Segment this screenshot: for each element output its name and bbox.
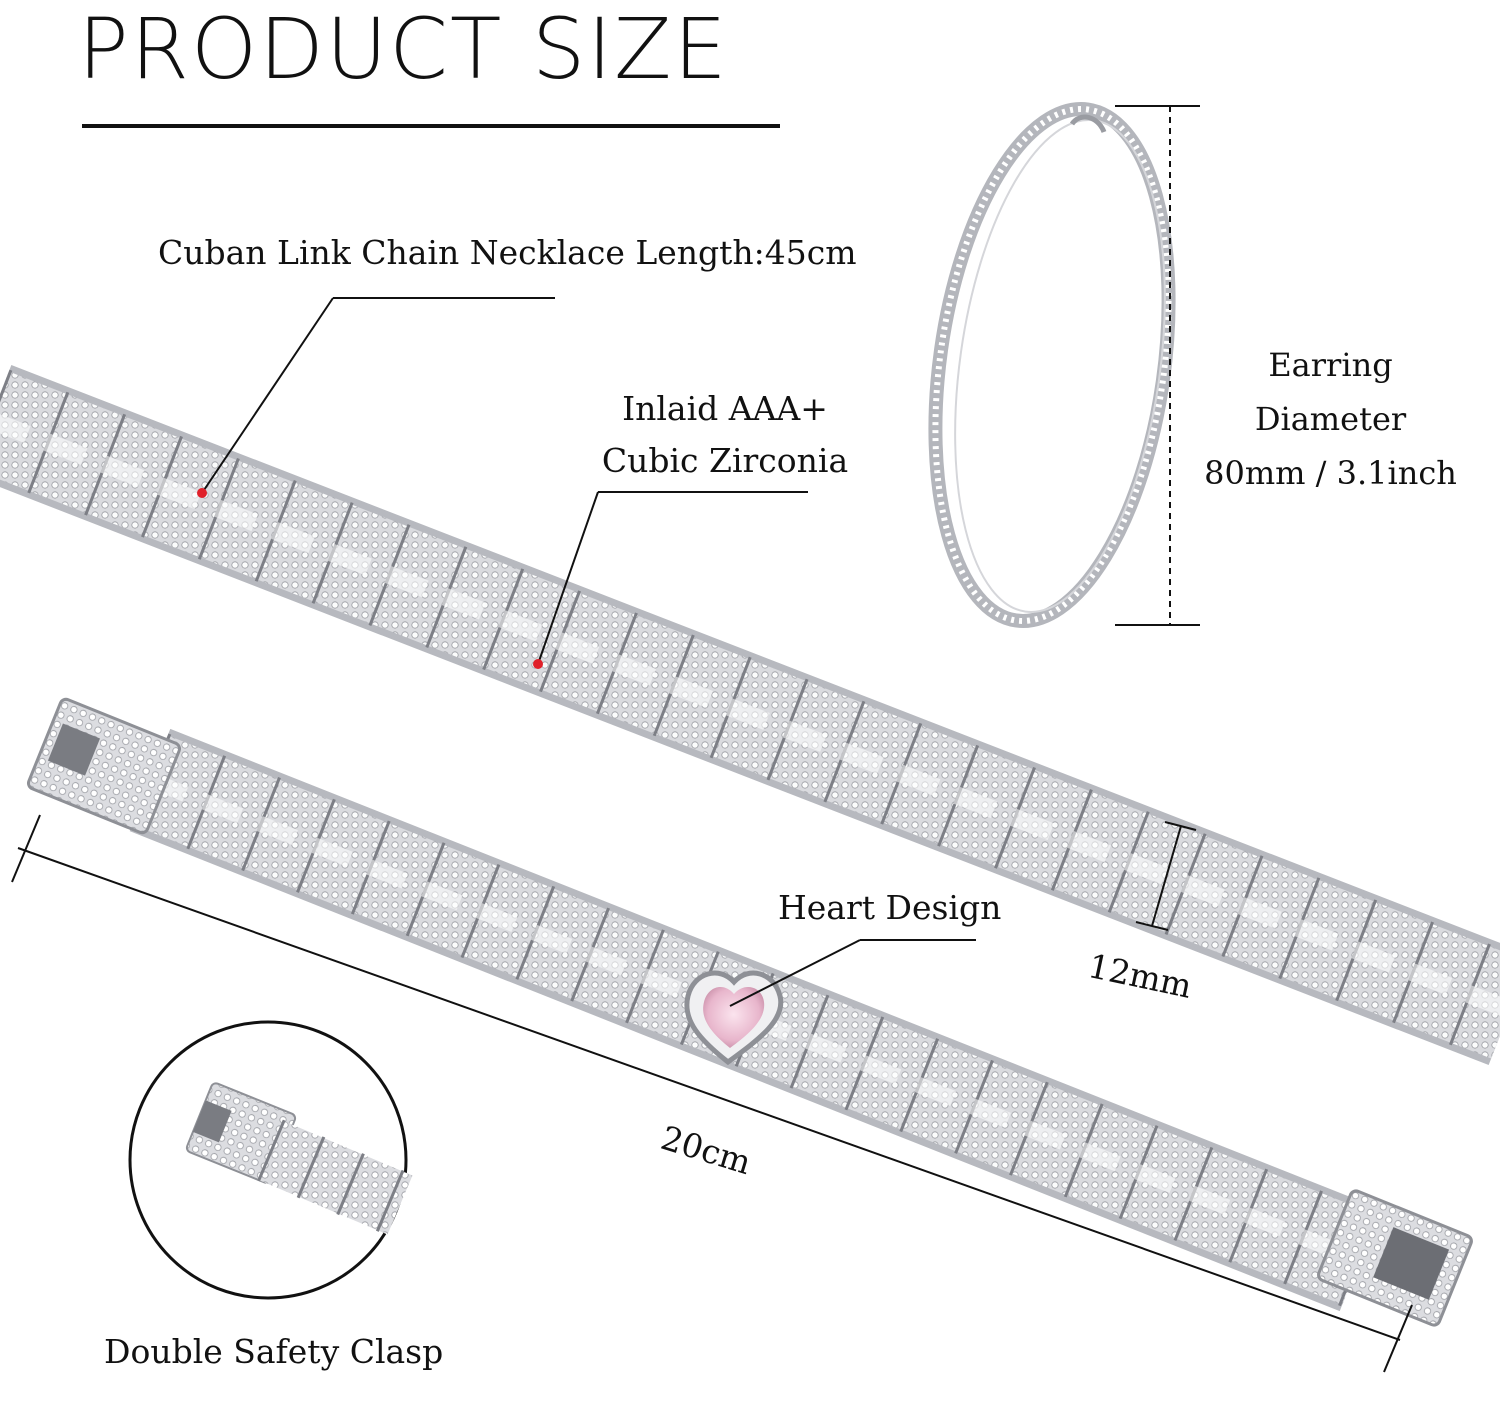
heart-charm — [684, 970, 784, 1066]
bracelet-clasp-right — [1317, 1189, 1473, 1327]
title-underline — [82, 124, 780, 128]
heart-callout-leader — [729, 939, 976, 1007]
bracelet-clasp-left — [26, 697, 182, 835]
zirconia-callout-leader — [533, 491, 808, 669]
earring-dimension — [1115, 105, 1200, 626]
width-dimension — [1135, 821, 1197, 931]
bracelet-length-dimension — [11, 814, 1413, 1373]
earring-diameter-label: Earring Diameter 80mm / 3.1inch — [1188, 338, 1473, 500]
necklace-chain — [0, 364, 1500, 1066]
heart-design-label: Heart Design — [778, 888, 1002, 927]
chain-callout-leader — [197, 297, 555, 498]
zirconia-label-line2: Cubic Zirconia — [601, 441, 849, 480]
hoop-earring — [928, 102, 1176, 628]
zirconia-label-line1: Inlaid AAA+ — [622, 389, 828, 428]
chain-length-label: Cuban Link Chain Necklace Length:45cm — [158, 233, 857, 272]
earring-label-line2: 80mm / 3.1inch — [1204, 454, 1457, 492]
double-safety-clasp-label: Double Safety Clasp — [104, 1332, 444, 1371]
earring-label-line1: Earring Diameter — [1254, 346, 1407, 438]
zirconia-label: Inlaid AAA+ Cubic Zirconia — [600, 383, 850, 487]
clasp-detail-inset — [128, 1020, 413, 1300]
page-title: PRODUCT SIZE — [78, 0, 729, 98]
